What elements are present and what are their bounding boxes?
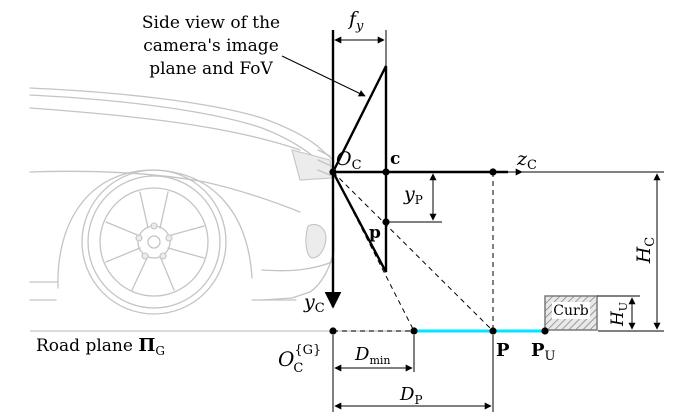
car-grille <box>317 149 333 177</box>
car-roofline <box>29 94 319 161</box>
fy-label: fy <box>347 8 364 34</box>
annotation-line-2: camera's image <box>143 36 279 56</box>
image-plane-annotation: Side view of the camera's image plane an… <box>142 13 366 97</box>
car-hood-line <box>29 107 301 151</box>
point-dmin <box>410 327 418 335</box>
car-side-crease <box>29 170 301 213</box>
yc-label: yC <box>303 291 325 316</box>
point-ocg <box>329 327 337 335</box>
p-image-label: p <box>369 223 381 243</box>
zc-label: zC <box>516 148 537 173</box>
car-body-outline <box>29 87 335 301</box>
image-plane-thin-line <box>332 171 387 273</box>
car-wheel <box>81 169 227 315</box>
road-plane-label: Road plane ΠG <box>36 335 165 358</box>
P-label: P <box>496 340 510 361</box>
annotation-pointer-arrow <box>281 55 366 97</box>
car-illustration <box>29 87 335 315</box>
car-wheel-spokes <box>105 191 205 291</box>
hu-label: HU <box>608 302 630 327</box>
dp-label: DP <box>399 384 423 407</box>
dmin-label: Dmin <box>354 344 390 367</box>
yp-label: yP <box>403 183 423 207</box>
annotation-line-1: Side view of the <box>142 13 280 33</box>
oc-label: OC <box>336 148 362 173</box>
annotation-line-3: plane and FoV <box>149 59 273 79</box>
curb-label-box <box>552 302 590 319</box>
ocg-label: O{G}C <box>278 343 321 376</box>
PU-label: PU <box>531 340 556 364</box>
point-c <box>382 168 390 176</box>
point-PU <box>541 327 549 335</box>
curb-label: Curb <box>553 303 588 319</box>
point-oc <box>329 168 337 176</box>
ray-to-point-P <box>332 171 494 332</box>
car-bumper-line <box>261 261 333 272</box>
c-label: c <box>390 149 400 169</box>
hc-label: HC <box>633 237 658 265</box>
car-front-lower-vent <box>305 223 327 259</box>
point-P <box>489 327 497 335</box>
